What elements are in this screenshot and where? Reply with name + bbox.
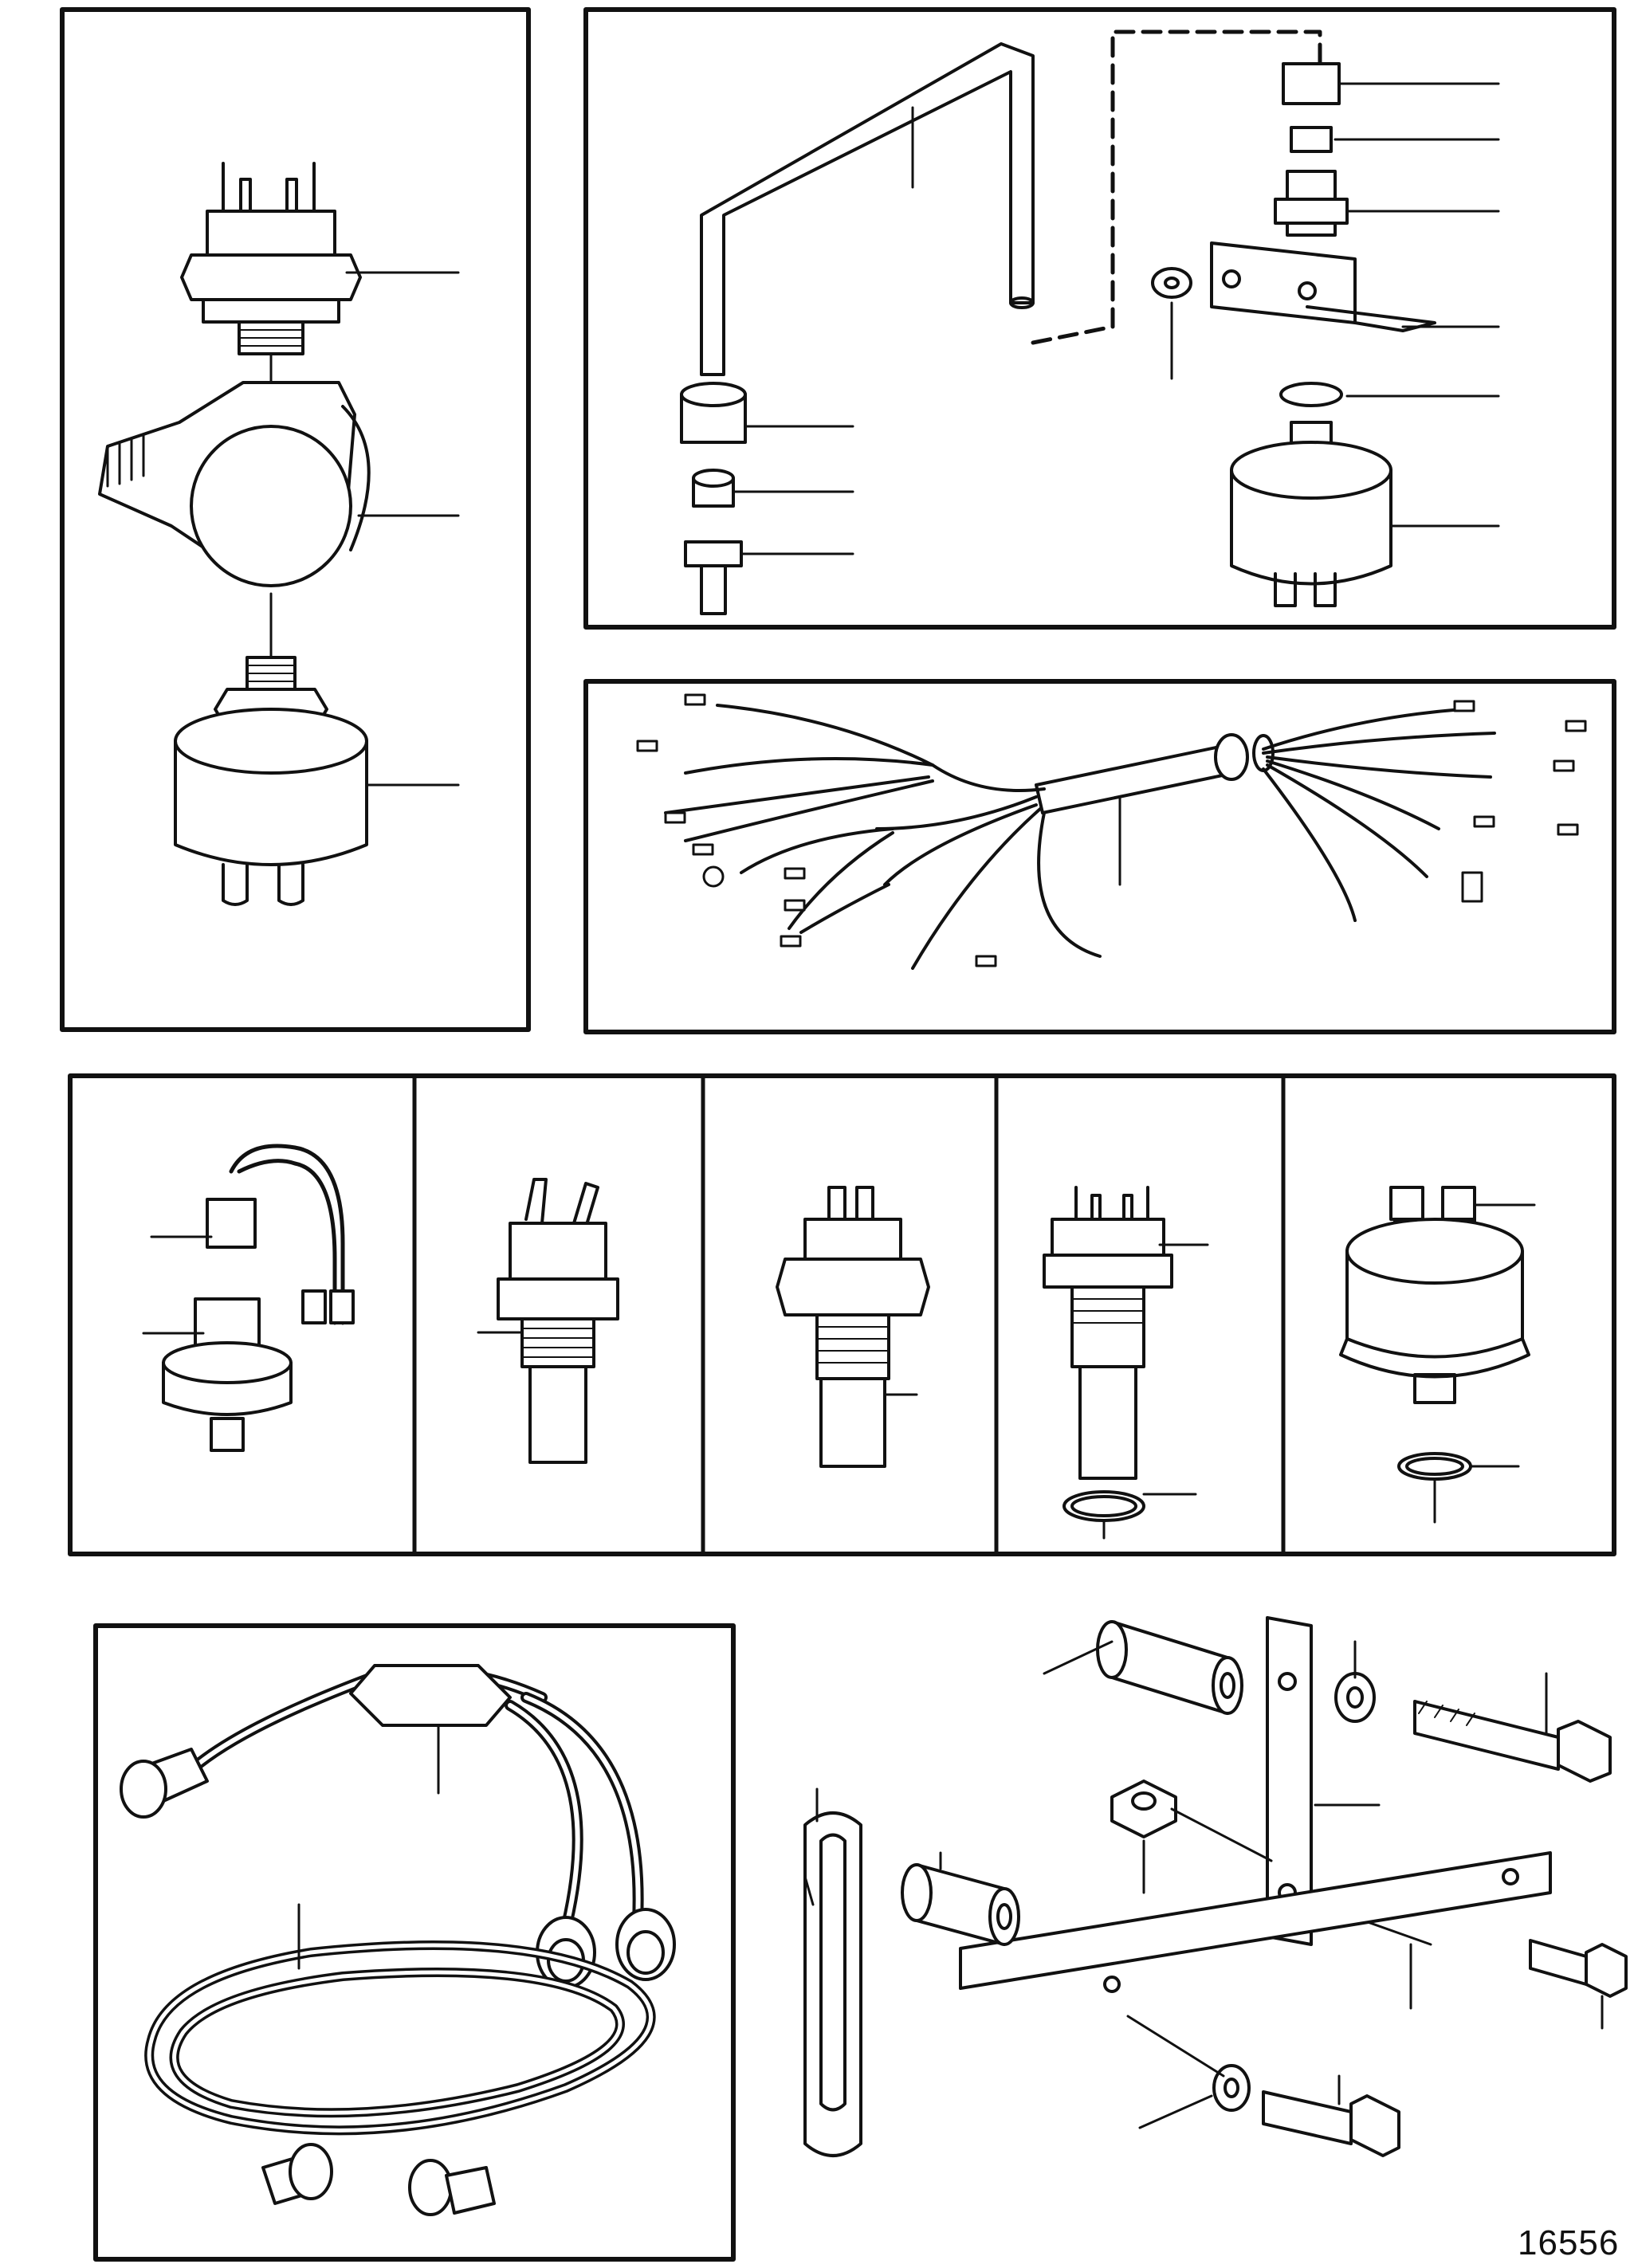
oil-pressure-sender-icon — [174, 656, 368, 906]
temperature-sender-icon — [1230, 382, 1392, 607]
top-nut-icon — [1274, 62, 1349, 237]
horizontal-bar-icon — [959, 1851, 1552, 1993]
pressure-sensor-assembly-panel — [60, 7, 531, 1032]
temperature-sender-long-icon — [1043, 1186, 1173, 1522]
pipe-connection-panel — [583, 7, 1616, 630]
washer-icon — [1334, 1672, 1376, 1723]
y-splitter-cable-icon — [120, 1664, 676, 1989]
extension-cable-icon — [144, 1940, 656, 2216]
figure-reference-number: 16556 — [1518, 2223, 1620, 2262]
callout-leaders — [345, 271, 460, 787]
spacer-sleeve-icon — [901, 1863, 1020, 1946]
adapter-tee-icon — [98, 381, 371, 587]
terminal-connector-icon — [636, 693, 1587, 967]
switch-with-plug-icon — [162, 1144, 355, 1452]
bracket-plate-icon — [1210, 241, 1436, 332]
wiring-harness-panel — [583, 679, 1616, 1034]
coolant-sender-icon — [776, 1186, 930, 1468]
spacer-sleeve-icon — [1096, 1620, 1243, 1715]
callout-leaders — [803, 1640, 1604, 2129]
hex-nut-icon — [1110, 1779, 1177, 1838]
bracket-assembly-area — [803, 1616, 1628, 2157]
harness-loom-icon — [664, 704, 1496, 970]
sensor-row-panel — [68, 1073, 1616, 1556]
washer-icon — [1151, 267, 1192, 299]
oil-pressure-sender-small-icon — [1339, 1186, 1530, 1481]
callout-leaders — [297, 1724, 440, 1970]
cable-harness-panel — [93, 1623, 736, 2262]
pipe-nut-icon — [680, 382, 747, 615]
slotted-link-icon — [803, 1811, 862, 2157]
pressure-switch-icon — [180, 162, 362, 355]
bolt-icon — [1262, 2090, 1400, 2157]
callout-leaders — [732, 82, 1500, 555]
bent-pipe-icon — [700, 42, 1035, 376]
bolt-icon — [1529, 1939, 1628, 1998]
callout-leaders — [142, 1203, 1536, 1540]
bolt-icon — [1413, 1700, 1612, 1783]
vertical-strap-icon — [1266, 1616, 1313, 1946]
temperature-switch-icon — [497, 1178, 619, 1464]
